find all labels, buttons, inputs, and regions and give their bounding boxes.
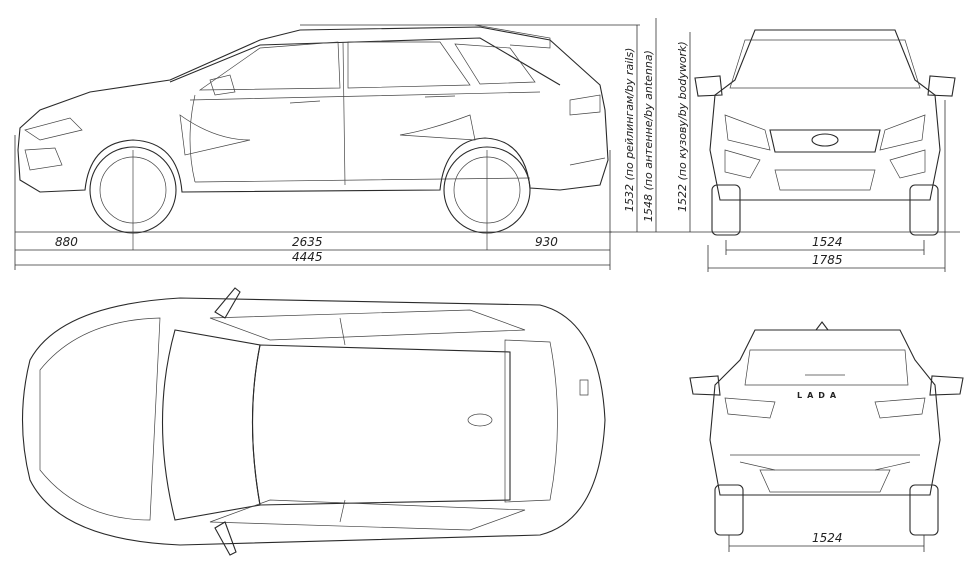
- lada-logo-front: [811, 133, 839, 147]
- side-view: [15, 24, 612, 250]
- lada-badge: LADA: [797, 391, 841, 400]
- overall-length-label: 4445: [292, 250, 323, 264]
- front-dimensions: 1524 1785: [707, 100, 946, 272]
- front-track-label: 1524: [812, 235, 843, 249]
- rear-track-label: 1524: [812, 531, 843, 545]
- wheelbase-label: 2635: [292, 235, 323, 249]
- front-overhang-label: 880: [55, 235, 78, 249]
- front-view: [694, 29, 960, 236]
- rear-dimensions: 1524: [728, 531, 925, 552]
- top-view: [21, 287, 606, 556]
- rear-view: LADA: [689, 321, 964, 536]
- height-bodywork-label: 1522 (по кузову/by bodywork): [676, 41, 689, 212]
- height-antenna-label: 1548 (по антенне/by antenna): [642, 50, 655, 222]
- side-dimensions: 880 2635 930 4445 1532 (по рейлингам/by …: [14, 18, 700, 270]
- overall-width-label: 1785: [812, 253, 843, 267]
- rear-overhang-label: 930: [535, 235, 558, 249]
- height-rails-label: 1532 (по рейлингам/by rails): [623, 48, 636, 212]
